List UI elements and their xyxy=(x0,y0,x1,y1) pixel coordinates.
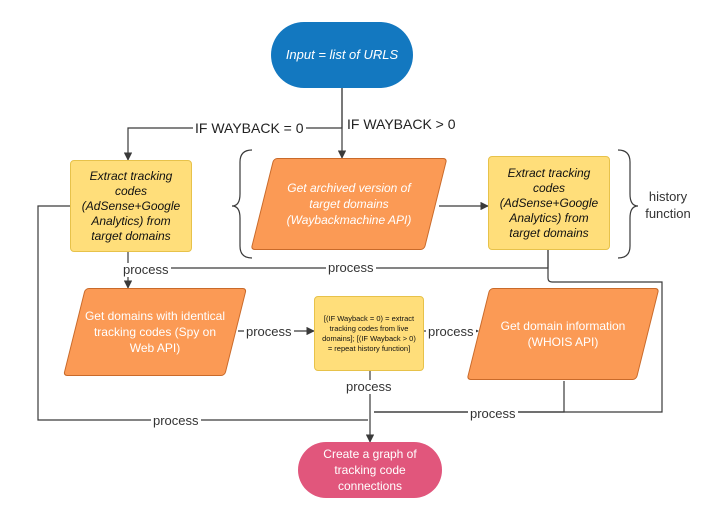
history-bracket-right xyxy=(617,149,639,259)
archived-version-node: Get archived version of target domains (… xyxy=(250,158,448,250)
spyonweb-label: Get domains with identical tracking code… xyxy=(84,309,226,355)
whois-label: Get domain information (WHOIS API) xyxy=(500,319,626,349)
edge-label-wayback-positive: IF WAYBACK > 0 xyxy=(345,116,458,132)
edge-label-process-left: process xyxy=(121,262,171,277)
edge-label-process-right: process xyxy=(326,260,376,275)
history-bracket-left xyxy=(231,149,253,259)
edge-label-process-cond-down: process xyxy=(344,379,394,394)
archived-version-label: Get archived version of target domains (… xyxy=(286,181,412,227)
whois-node: Get domain information (WHOIS API) xyxy=(466,288,660,380)
graph-node: Create a graph of tracking code connecti… xyxy=(298,442,442,498)
input-node: Input = list of URLS xyxy=(271,22,413,88)
spyonweb-node: Get domains with identical tracking code… xyxy=(63,288,247,376)
input-node-label: Input = list of URLS xyxy=(285,47,399,62)
edge-left-extract-to-graph xyxy=(37,205,368,421)
edge-label-process-spy: process xyxy=(244,324,294,339)
extract-tracking-left-label: Extract tracking codes (AdSense+Google A… xyxy=(81,168,181,243)
condition-node: [(IF Wayback = 0) = extract tracking cod… xyxy=(314,296,424,371)
edge-label-process-bottom-left: process xyxy=(151,413,201,428)
history-function-label: history function xyxy=(645,189,691,221)
extract-tracking-right-node: Extract tracking codes (AdSense+Google A… xyxy=(488,156,610,250)
graph-label: Create a graph of tracking code connecti… xyxy=(323,447,417,493)
edge-label-process-cond: process xyxy=(426,324,476,339)
edge-label-wayback-zero: IF WAYBACK = 0 xyxy=(193,120,306,136)
edge-history-loop xyxy=(374,250,663,413)
edge-label-process-bottom-right: process xyxy=(468,406,518,421)
condition-label: [(IF Wayback = 0) = extract tracking cod… xyxy=(322,313,416,353)
extract-tracking-left-node: Extract tracking codes (AdSense+Google A… xyxy=(70,160,192,252)
extract-tracking-right-label: Extract tracking codes (AdSense+Google A… xyxy=(499,165,599,240)
